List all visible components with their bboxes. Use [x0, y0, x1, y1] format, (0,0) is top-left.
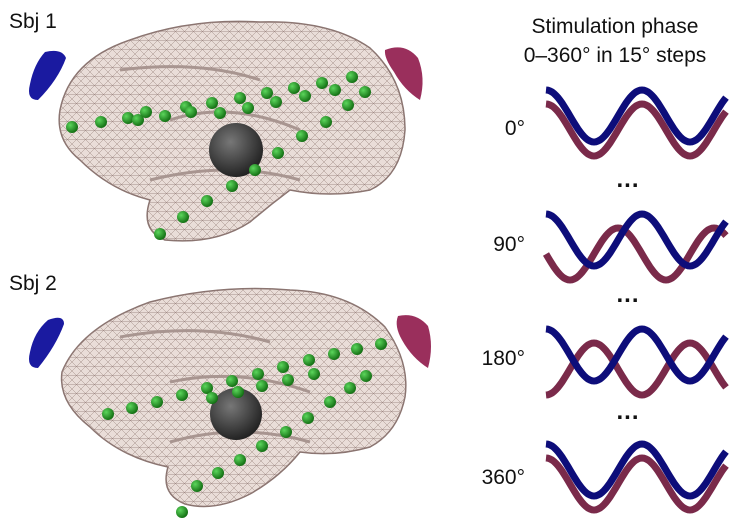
ellipsis-3: ... [616, 398, 640, 425]
waveform-maroon-0 [545, 100, 729, 160]
ellipsis-1: ... [616, 166, 640, 193]
waveform-blue-0 [545, 86, 729, 146]
phase-label-0: 0° [504, 117, 525, 140]
waveform-maroon-2 [545, 339, 729, 399]
subject-2-label: Sbj 2 [9, 272, 57, 295]
stim-ball-1 [209, 123, 263, 177]
title-line-1: Stimulation phase [531, 15, 699, 38]
phase-label-360: 360° [481, 466, 525, 489]
waveform-maroon-1 [542, 224, 729, 284]
subject-1-label: Sbj 1 [9, 10, 57, 33]
stim-ball-2 [210, 388, 262, 440]
waveform-blue-2 [545, 325, 729, 385]
brain-model-subject-1 [29, 20, 423, 242]
stimulation-phase-title: Stimulation phase 0–360° in 15° steps [490, 12, 740, 70]
ellipsis-2: ... [616, 281, 640, 308]
electrode-rows-1 [66, 71, 371, 240]
right-stim-pad-2 [396, 315, 431, 368]
right-stim-pad-1 [384, 47, 423, 100]
title-line-2: 0–360° in 15° steps [523, 44, 707, 67]
phase-label-180: 180° [481, 347, 525, 370]
phase-label-90: 90° [493, 233, 525, 256]
waveform-maroon-3 [545, 454, 729, 514]
electrode-rows-2 [102, 338, 387, 518]
waveform-blue-1 [545, 210, 729, 270]
phase-waveforms [542, 86, 729, 514]
brain-model-subject-2 [29, 287, 431, 518]
waveform-blue-3 [545, 440, 729, 500]
left-stim-pad-1 [29, 50, 66, 100]
left-stim-pad-2 [29, 317, 64, 368]
